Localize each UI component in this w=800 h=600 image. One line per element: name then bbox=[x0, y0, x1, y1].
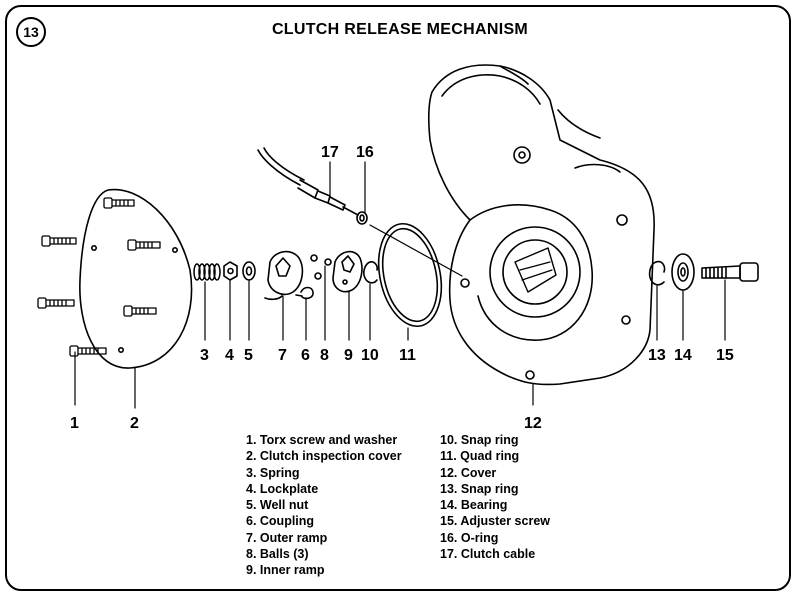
callout-1: 1 bbox=[70, 415, 79, 432]
legend-item: 8. Balls (3) bbox=[246, 547, 309, 562]
leader-lines bbox=[74, 161, 726, 409]
legend-item: 5. Well nut bbox=[246, 498, 309, 513]
parts-legend-right: 10. Snap ring 11. Quad ring 12. Cover 13… bbox=[440, 432, 550, 562]
torx-screw bbox=[41, 235, 77, 247]
callout-12: 12 bbox=[524, 415, 542, 432]
well-nut bbox=[242, 261, 256, 281]
clutch-cover bbox=[427, 64, 655, 386]
bearing bbox=[671, 253, 695, 291]
callout-4: 4 bbox=[225, 347, 234, 364]
snap-ring-2 bbox=[648, 260, 666, 286]
parts-legend-left: 1. Torx screw and washer 2. Clutch inspe… bbox=[246, 432, 402, 579]
torx-screw bbox=[127, 239, 161, 251]
snap-ring bbox=[363, 261, 378, 284]
callout-7: 7 bbox=[278, 347, 287, 364]
legend-item: 1. Torx screw and washer bbox=[246, 433, 398, 447]
adjuster-screw bbox=[701, 262, 759, 282]
torx-screw bbox=[37, 297, 75, 309]
legend-item: 3. Spring bbox=[246, 465, 300, 480]
legend-item: 14. Bearing bbox=[440, 498, 508, 513]
legend-item: 2. Clutch inspection cover bbox=[246, 449, 402, 464]
callout-2: 2 bbox=[130, 415, 139, 432]
clutch-cable bbox=[257, 147, 359, 216]
legend-item: 7. Outer ramp bbox=[246, 530, 328, 545]
legend-item: 16. O-ring bbox=[440, 530, 499, 545]
assembly-centerline bbox=[369, 224, 463, 277]
figure-frame bbox=[5, 5, 791, 591]
coupling bbox=[300, 286, 314, 300]
legend-item: 9. Inner ramp bbox=[246, 563, 325, 578]
callout-14: 14 bbox=[674, 347, 692, 364]
legend-item: 11. Quad ring bbox=[440, 449, 520, 464]
torx-screw bbox=[123, 305, 157, 317]
inner-ramp bbox=[332, 250, 363, 293]
balls bbox=[310, 254, 332, 280]
callout-labels: 1 2 3 4 5 7 6 8 9 10 11 12 13 14 15 17 1… bbox=[70, 144, 734, 432]
quad-ring bbox=[377, 222, 443, 328]
callout-17: 17 bbox=[321, 144, 339, 161]
callout-8: 8 bbox=[320, 347, 329, 364]
callout-16: 16 bbox=[356, 144, 374, 161]
callout-13: 13 bbox=[648, 347, 666, 364]
callout-5: 5 bbox=[244, 347, 253, 364]
torx-screw-set bbox=[37, 197, 161, 357]
legend-item: 6. Coupling bbox=[246, 514, 315, 529]
o-ring bbox=[356, 211, 368, 225]
legend-item: 12. Cover bbox=[440, 465, 497, 480]
legend-item: 4. Lockplate bbox=[246, 481, 319, 496]
legend-item: 17. Clutch cable bbox=[440, 547, 536, 562]
callout-15: 15 bbox=[716, 347, 734, 364]
diagram-title: CLUTCH RELEASE MECHANISM bbox=[271, 21, 529, 38]
torx-screw bbox=[69, 345, 107, 357]
callout-9: 9 bbox=[344, 347, 353, 364]
legend-item: 13. Snap ring bbox=[440, 481, 519, 496]
clutch-inspection-cover bbox=[79, 188, 193, 369]
spring bbox=[193, 263, 221, 281]
callout-3: 3 bbox=[200, 347, 209, 364]
callout-11: 11 bbox=[399, 347, 416, 364]
figure-number-badge: 13 bbox=[16, 17, 46, 47]
torx-screw bbox=[103, 197, 135, 209]
legend-item: 15. Adjuster screw bbox=[440, 514, 551, 529]
outer-ramp bbox=[264, 250, 304, 301]
callout-10: 10 bbox=[361, 347, 379, 364]
lockplate bbox=[223, 261, 238, 281]
legend-item: 10. Snap ring bbox=[440, 433, 519, 447]
callout-6: 6 bbox=[301, 347, 310, 364]
